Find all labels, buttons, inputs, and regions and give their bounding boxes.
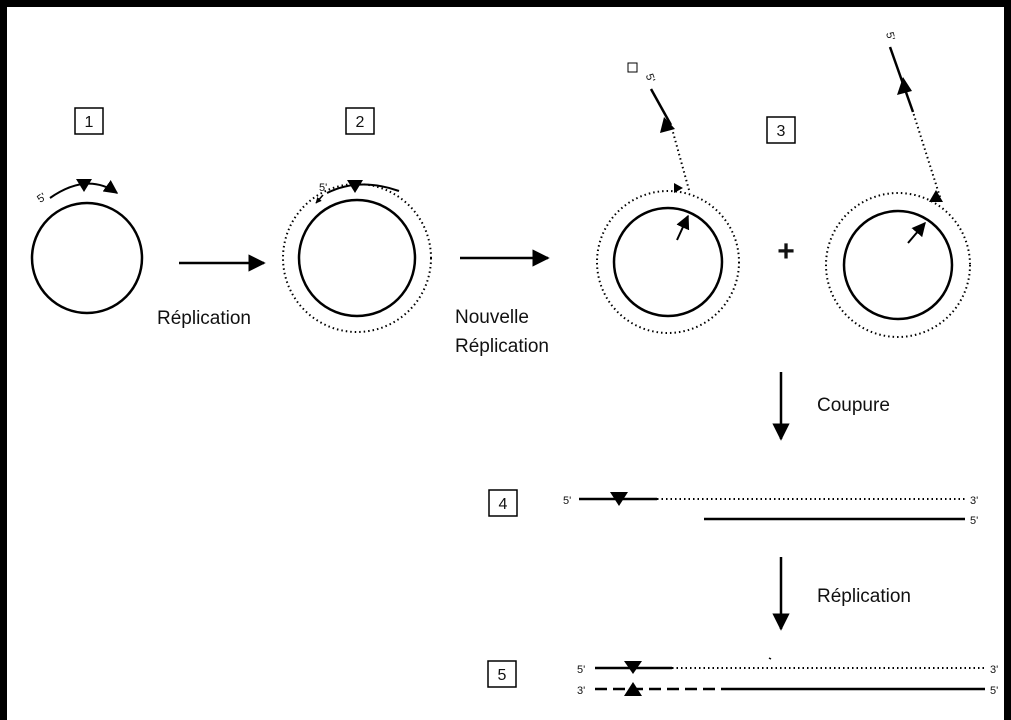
primer-arrowhead-2	[315, 194, 324, 204]
cut-site-triangle-5-top	[624, 661, 642, 674]
plus-sign: +	[777, 235, 795, 268]
cut-site-triangle-3b	[897, 77, 912, 95]
step-5-number: 5	[498, 667, 507, 684]
strand-end-marker-3a	[674, 183, 683, 193]
three-prime-label-5-top: 3'	[990, 664, 998, 676]
five-prime-label-5-top: 5'	[577, 664, 585, 676]
new-replication-label-line1: Nouvelle	[455, 307, 529, 328]
step-4-box	[488, 489, 518, 517]
step-3-box	[766, 116, 796, 144]
small-square	[627, 62, 638, 73]
displaced-strand-solid-3b	[888, 46, 915, 113]
replication-label-1: Réplication	[157, 308, 251, 329]
cut-site-triangle-5-bottom	[624, 682, 642, 696]
step-1-box	[74, 107, 104, 135]
three-prime-label-4-top: 3'	[970, 495, 978, 507]
step-5: 5 5' 3' 3' 5'	[487, 657, 998, 697]
replication-diagram: 1 5' Réplication 2 5' Nouvelle Réplicati…	[30, 31, 998, 697]
step-3-number: 3	[777, 123, 786, 140]
plasmid-circle-3b	[842, 209, 954, 321]
step-2: 2 5'	[282, 107, 432, 333]
plasmid-circle-2	[297, 198, 417, 318]
inner-arrow-3b	[907, 221, 926, 244]
step-3: 3 5' + 5'	[596, 31, 971, 338]
five-prime-label-4-bottom: 5'	[970, 515, 978, 527]
plasmid-circle-1	[30, 201, 144, 315]
five-prime-label-1: 5'	[35, 191, 49, 206]
five-prime-label-3b: 5'	[883, 31, 897, 42]
step-5-box	[487, 660, 517, 688]
cut-label: Coupure	[817, 395, 890, 416]
displaced-strand-dotted-3a	[670, 124, 690, 191]
step-1-number: 1	[85, 114, 94, 131]
five-prime-label-3a: 5'	[643, 72, 657, 84]
inner-arrow-3a	[676, 214, 690, 241]
primer-arc-2	[326, 183, 400, 194]
strand-end-marker-3b	[929, 190, 943, 202]
new-strand-circle-3a	[596, 190, 740, 334]
replication-label-2: Réplication	[817, 586, 911, 607]
step-4: 4 5' 3' 5'	[488, 489, 978, 527]
new-strand-circle-2	[282, 183, 432, 333]
five-prime-label-2: 5'	[319, 182, 327, 194]
tiny-mark	[768, 657, 772, 660]
step-1: 1 5'	[30, 107, 144, 315]
step-2-box	[345, 107, 375, 135]
plasmid-circle-3a	[612, 206, 724, 318]
three-prime-label-5-bottom: 3'	[577, 685, 585, 697]
cut-site-triangle-2	[347, 180, 363, 193]
new-strand-circle-3b	[825, 192, 971, 338]
displaced-strand-dotted-3b	[912, 111, 941, 198]
cut-site-triangle-4	[610, 492, 628, 506]
five-prime-label-4-top: 5'	[563, 495, 571, 507]
displaced-strand-solid-3a	[649, 88, 673, 126]
five-prime-label-5-bottom: 5'	[990, 685, 998, 697]
cut-site-triangle-1	[76, 179, 92, 192]
step-2-number: 2	[356, 114, 365, 131]
cut-site-triangle-3a	[660, 117, 675, 133]
new-replication-label-line2: Réplication	[455, 336, 549, 357]
step-4-number: 4	[499, 496, 508, 513]
